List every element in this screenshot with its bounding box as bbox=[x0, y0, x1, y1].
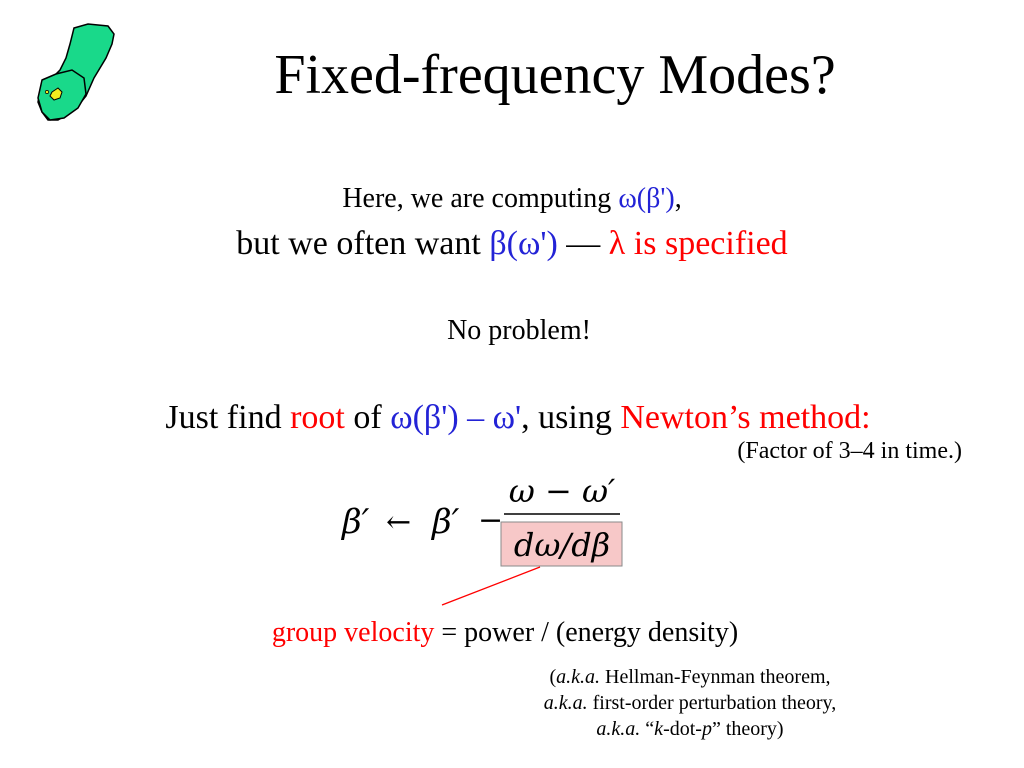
aka-abbrev: a.k.a. bbox=[556, 666, 601, 688]
computing-suffix: , bbox=[674, 183, 682, 214]
aka-line-1: (a.k.a. Hellman-Feynman theorem, bbox=[440, 664, 940, 690]
root-expr: ω(β') – ω' bbox=[390, 399, 522, 436]
aka-perturbation: first-order perturbation theory, bbox=[587, 692, 837, 714]
aka-line-3: a.k.a. “k-dot-p” theory) bbox=[440, 716, 940, 742]
root-word: root bbox=[290, 399, 345, 436]
factor-note: (Factor of 3–4 in time.) bbox=[737, 438, 962, 464]
aka-quote-open: “ bbox=[640, 718, 655, 740]
aka-abbrev: a.k.a. bbox=[543, 692, 588, 714]
aka-abbrev: a.k.a. bbox=[596, 718, 641, 740]
formula-denominator: dω/dβ bbox=[514, 526, 610, 564]
formula-rhs: β′ bbox=[430, 502, 460, 542]
aka-dot: -dot- bbox=[663, 718, 702, 740]
aka-quote-close: ” theory) bbox=[711, 718, 784, 740]
group-velocity-definition: = power / (energy density) bbox=[434, 617, 739, 648]
beta-of-omega-expr: β(ω') bbox=[489, 225, 558, 262]
omega-of-beta-expr: ω(β') bbox=[618, 183, 675, 214]
aka-k: k bbox=[654, 718, 664, 740]
computing-prefix: Here, we are computing bbox=[342, 183, 619, 214]
want-prefix: but we often want bbox=[236, 225, 490, 262]
formula-minus: − bbox=[478, 503, 503, 538]
slide-title: Fixed-frequency Modes? bbox=[274, 44, 836, 106]
formula-lhs: β′ bbox=[340, 502, 370, 542]
group-velocity-label: group velocity bbox=[271, 617, 435, 648]
computing-line: Here, we are computing ω(β'), bbox=[0, 182, 1024, 216]
green-blob-logo-icon bbox=[37, 23, 115, 121]
newton-line: Just find root of ω(β') – ω', using Newt… bbox=[0, 398, 1024, 438]
em-dash: — bbox=[557, 225, 609, 262]
aka-line-2: a.k.a. first-order perturbation theory, bbox=[440, 690, 940, 716]
using-word: , using bbox=[521, 399, 621, 436]
formula-arrow: ← bbox=[386, 505, 411, 540]
newton-prefix: Just find bbox=[165, 399, 291, 436]
aka-hellman-feynman: Hellman-Feynman theorem, bbox=[600, 666, 831, 688]
newtons-method-text: Newton’s method: bbox=[620, 399, 871, 436]
aka-p: p bbox=[701, 718, 712, 740]
group-velocity-line: group velocity = power / (energy density… bbox=[0, 616, 1010, 650]
formula-numerator: ω − ω′ bbox=[509, 472, 616, 510]
newton-update-formula: β′ ← β′ − ω − ω′ dω/dβ bbox=[340, 472, 623, 567]
no-problem-text: No problem! bbox=[447, 315, 591, 346]
denominator-highlight-box bbox=[500, 521, 623, 567]
aka-open-paren: ( bbox=[549, 666, 557, 688]
aka-note: (a.k.a. Hellman-Feynman theorem, a.k.a. … bbox=[440, 664, 940, 742]
want-line: but we often want β(ω') — λ is specified bbox=[0, 224, 1024, 264]
lambda-specified-text: λ is specified bbox=[608, 225, 788, 262]
of-word: of bbox=[344, 399, 391, 436]
